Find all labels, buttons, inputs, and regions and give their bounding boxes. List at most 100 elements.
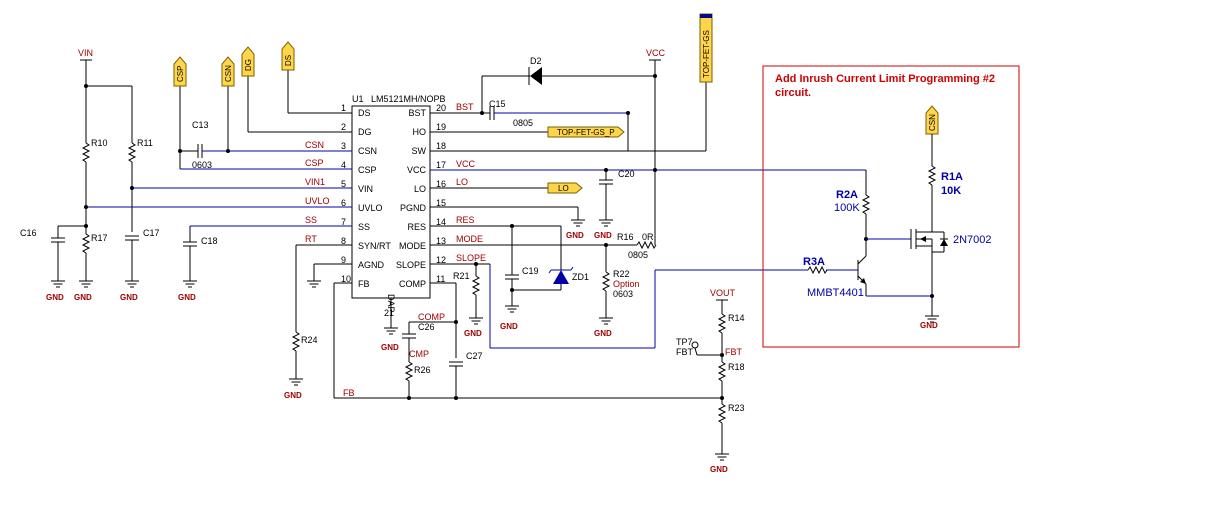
svg-text:CSP: CSP: [176, 66, 185, 82]
pin-name-vcc: VCC: [407, 165, 427, 175]
pin-num-12: 12: [436, 255, 446, 265]
flag-top-fet-gs: TOP-FET-GS: [699, 13, 713, 83]
r18-label: R18: [728, 362, 745, 372]
c13-size: 0603: [192, 160, 212, 170]
svg-text:DS: DS: [284, 55, 293, 66]
pin-name-res: RES: [407, 222, 426, 232]
r24-label: R24: [301, 335, 318, 345]
d2-label: D2: [530, 56, 542, 66]
pin-num-1: 1: [341, 103, 346, 113]
net-comp: COMP: [418, 312, 445, 322]
pin-num-19: 19: [436, 122, 446, 132]
pin-num-4: 4: [341, 160, 346, 170]
pin-num-16: 16: [436, 179, 446, 189]
r2a-label: R2A: [836, 189, 858, 201]
svg-text:GND: GND: [594, 231, 612, 240]
left-nets: VIN R10 R11 C16 GND R17: [20, 48, 722, 400]
r16-label: R16: [617, 232, 634, 242]
pin-num-10: 10: [341, 274, 351, 284]
c19-label: C19: [522, 266, 539, 276]
svg-text:TOP-FET-GS: TOP-FET-GS: [702, 30, 711, 78]
flag-dg: DG: [241, 46, 255, 77]
net-vout: VOUT: [710, 288, 736, 298]
pin-name-ds: DS: [358, 108, 371, 118]
r14-label: R14: [728, 313, 745, 323]
pin-num-3: 3: [341, 141, 346, 151]
pin-num-7: 7: [341, 217, 346, 227]
svg-text:GND: GND: [920, 321, 938, 330]
net-vcc-r: VCC: [456, 159, 476, 169]
svg-text:GND: GND: [284, 391, 302, 400]
ic-right-pins: 20BST19HO18SW17VCC16LO15PGND14RES13MODE1…: [396, 103, 446, 289]
net-cmp: CMP: [409, 349, 429, 359]
annotation-title-2: circuit.: [775, 87, 811, 99]
pin-name-mode: MODE: [399, 241, 426, 251]
r22-option: Option: [613, 279, 640, 289]
net-fb: FB: [343, 388, 355, 398]
dap-num: 21: [384, 308, 394, 318]
pin-name-bst: BST: [408, 108, 426, 118]
pin-name-lo: LO: [414, 184, 426, 194]
svg-text:TOP-FET-GS_P: TOP-FET-GS_P: [557, 128, 615, 137]
net-bst-r: BST: [456, 102, 474, 112]
right-nets: D2 C15 0805 VCC C20 GND GND: [402, 48, 866, 474]
net-lo-r: LO: [456, 177, 468, 187]
net-csp: CSP: [305, 158, 324, 168]
pin-name-comp: COMP: [399, 279, 426, 289]
r16-val: 0R: [642, 232, 654, 242]
net-fbt: FBT: [725, 347, 743, 357]
r1a-val: 10K: [941, 185, 961, 197]
pin-name-fb: FB: [358, 279, 370, 289]
pin-name-agnd: AGND: [358, 260, 385, 270]
flag-ds: DS: [281, 41, 295, 71]
pin-num-17: 17: [436, 160, 446, 170]
pin-num-15: 15: [436, 198, 446, 208]
net-csn: CSN: [305, 140, 324, 150]
pin-num-14: 14: [436, 217, 446, 227]
flag-csn: CSN: [221, 56, 235, 87]
c15-label: C15: [489, 99, 506, 109]
q-npn-label: MMBT4401: [807, 287, 864, 299]
svg-text:LO: LO: [558, 184, 569, 193]
pin-name-uvlo: UVLO: [358, 203, 383, 213]
net-vin: VIN: [78, 48, 93, 58]
annotation-box: Add Inrush Current Limit Programming #2 …: [762, 65, 1020, 348]
r3a-label: R3A: [803, 256, 825, 268]
pin-name-csp: CSP: [358, 165, 377, 175]
flag-top-fet-gs-p: TOP-FET-GS_P: [547, 126, 625, 138]
pin-num-8: 8: [341, 236, 346, 246]
c20-label: C20: [618, 169, 635, 179]
net-rt: RT: [305, 234, 317, 244]
c17-label: C17: [143, 228, 160, 238]
pin-num-13: 13: [436, 236, 446, 246]
svg-text:CSN: CSN: [928, 114, 937, 131]
flag-csn-2: CSN: [925, 105, 939, 135]
pin-num-18: 18: [436, 141, 446, 151]
r17-label: R17: [91, 233, 108, 243]
zd1-label: ZD1: [572, 272, 589, 282]
net-mode-r: MODE: [456, 234, 483, 244]
net-ss: SS: [305, 215, 317, 225]
dap-label: DAP: [386, 294, 396, 313]
tp7-label: TP7: [676, 337, 693, 347]
pin-num-11: 11: [436, 274, 445, 284]
pin-name-ss: SS: [358, 222, 370, 232]
r26-label: R26: [414, 365, 431, 375]
svg-text:GND: GND: [178, 293, 196, 302]
r1a-label: R1A: [941, 171, 963, 183]
annotation-title: Add Inrush Current Limit Programming #2: [775, 73, 995, 85]
svg-text:GND: GND: [594, 329, 612, 338]
net-slope-r: SLOPE: [456, 253, 486, 263]
pin-num-2: 2: [341, 122, 346, 132]
net-vin1: VIN1: [305, 177, 325, 187]
pin-name-csn: CSN: [358, 146, 377, 156]
svg-text:GND: GND: [74, 293, 92, 302]
net-res-r: RES: [456, 215, 475, 225]
svg-text:GND: GND: [120, 293, 138, 302]
svg-text:GND: GND: [500, 322, 518, 331]
ic-ref: U1: [352, 94, 364, 104]
